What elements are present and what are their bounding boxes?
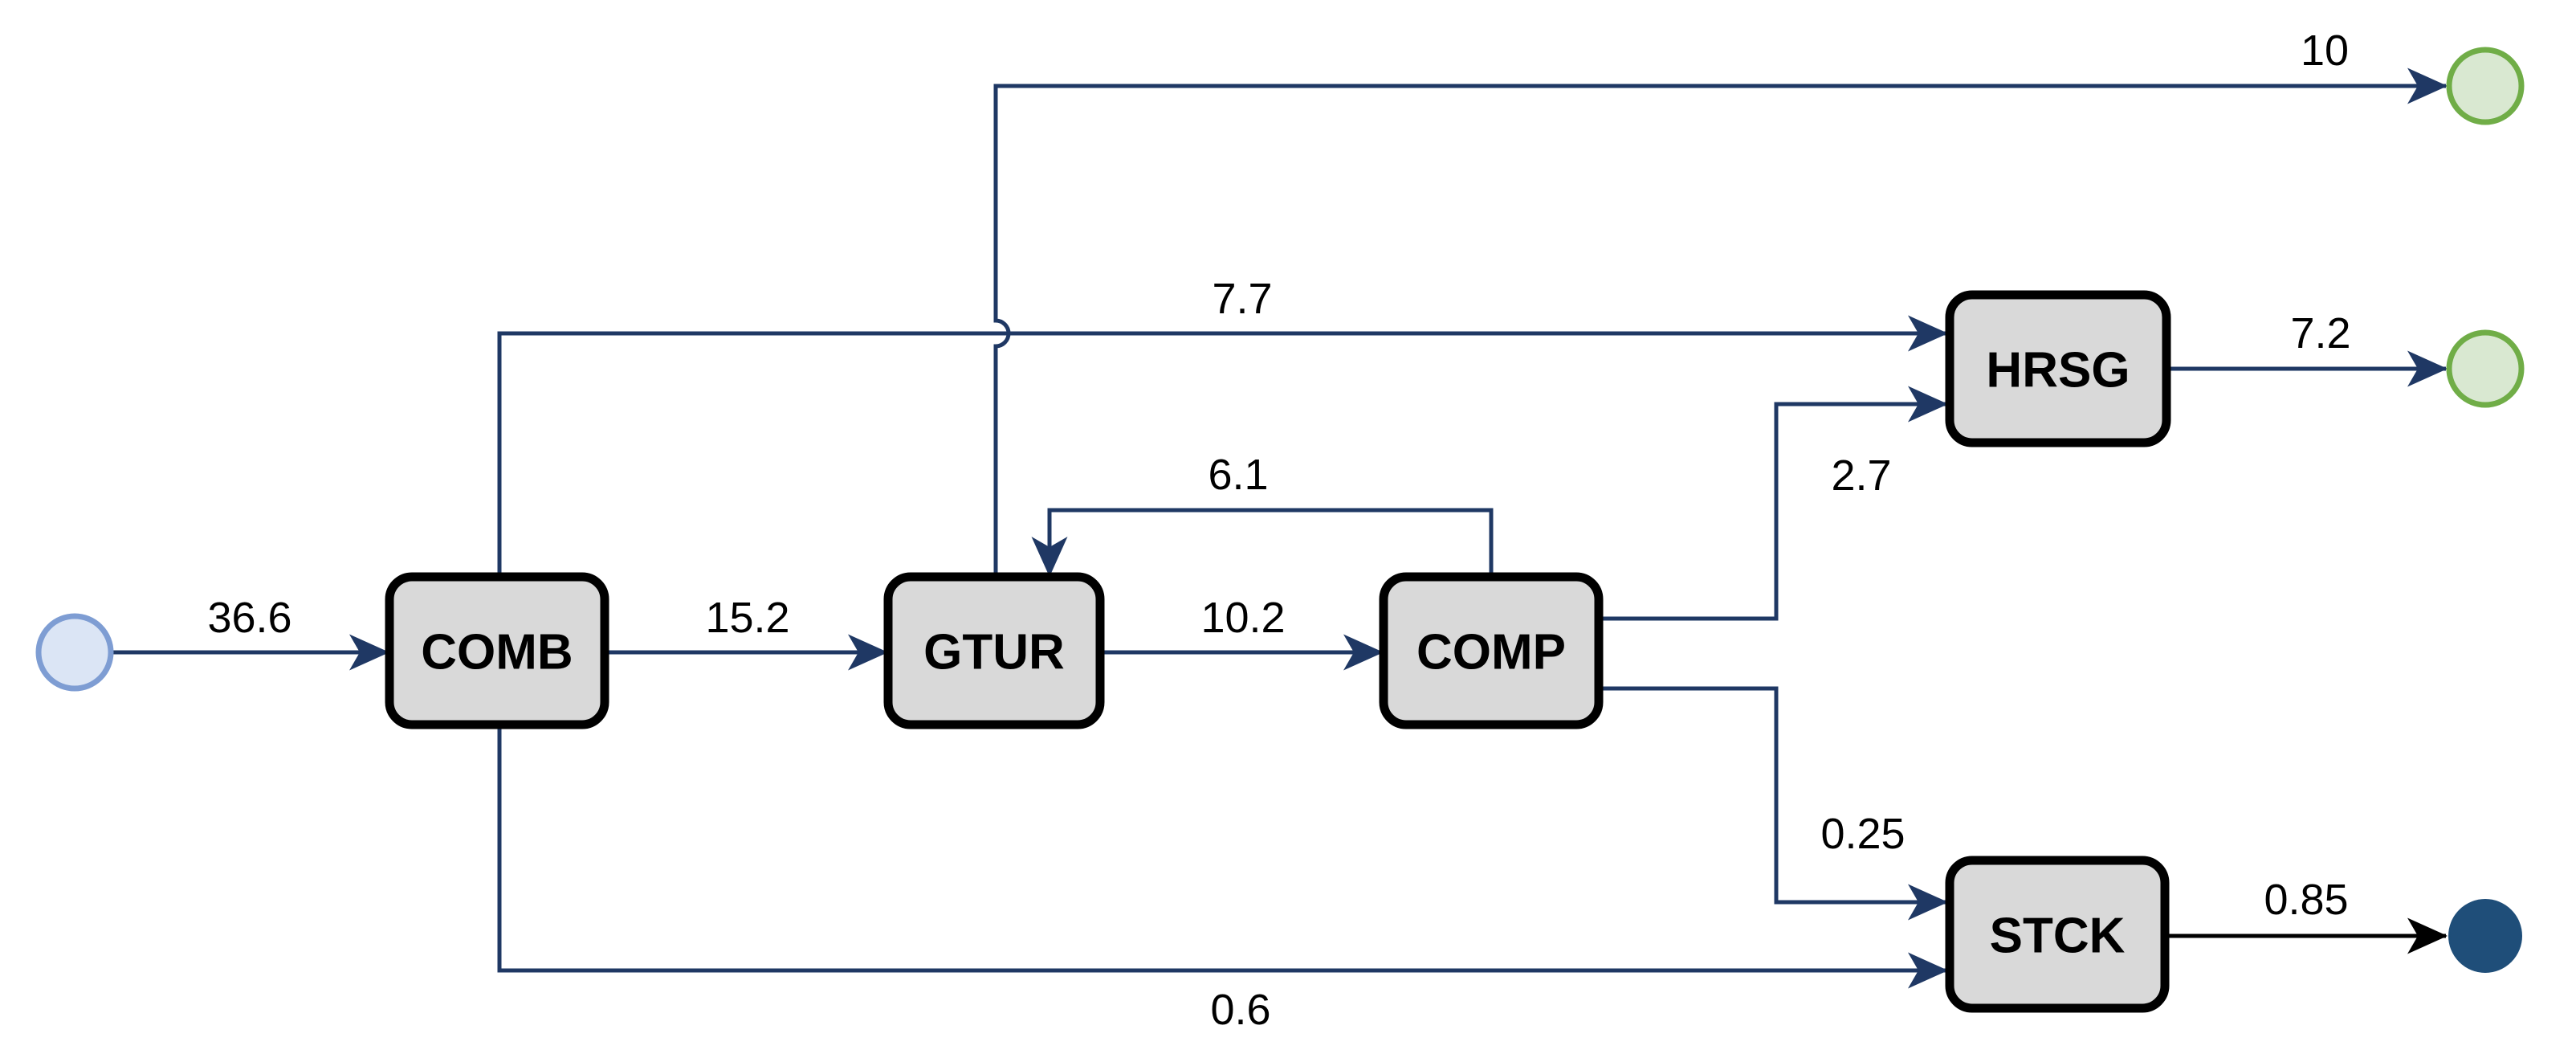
edge-comp-to-hrsg xyxy=(1599,386,1948,621)
terminal-source-inlet-circle xyxy=(35,613,114,692)
edge-comp-to-gtur-recycle xyxy=(1031,508,1494,577)
edge-labels-layer: 36.6 15.2 10.2 6.1 10 7.7 2.7 0.25 0.6 7.2 0.85 xyxy=(207,27,2350,1034)
node-comb-label: COMB xyxy=(421,625,573,680)
terminals-layer xyxy=(35,47,2525,973)
node-gtur-label: GTUR xyxy=(923,625,1065,680)
node-stck-box xyxy=(1945,856,2170,1013)
edge-comp-to-stck-value-label: 0.25 xyxy=(1820,810,1905,858)
terminal-sink-middle-right-circle xyxy=(2446,329,2525,408)
node-comb: COMB xyxy=(385,572,609,729)
node-gtur: GTUR xyxy=(883,572,1105,729)
edge-comp-to-hrsg-value-label: 2.7 xyxy=(1831,451,1891,500)
edge-comb-to-hrsg xyxy=(497,315,1948,577)
node-gtur-box xyxy=(883,572,1105,729)
node-hrsg: HRSG xyxy=(1945,290,2171,447)
edge-comb-to-gtur-value-label: 15.2 xyxy=(705,594,789,642)
terminal-sink-bottom-right-circle xyxy=(2448,899,2522,973)
node-comp: COMP xyxy=(1379,572,1604,729)
node-stck: STCK xyxy=(1945,856,2170,1013)
edge-comb-to-stck xyxy=(497,725,1948,989)
edge-comb-to-hrsg-value-label: 7.7 xyxy=(1212,275,1272,323)
node-comp-label: COMP xyxy=(1416,625,1566,680)
nodes-layer: COMB GTUR COMP HRSG STCK xyxy=(385,290,2171,1013)
edge-stck-to-bottom-sink-value-label: 0.85 xyxy=(2264,876,2348,924)
terminal-sink-top-right-circle xyxy=(2446,47,2525,125)
edge-comp-to-gtur-recycle-value-label: 6.1 xyxy=(1208,451,1268,499)
edge-gtur-to-top-sink-value-label: 10 xyxy=(2301,27,2349,75)
node-comp-box xyxy=(1379,572,1604,729)
node-hrsg-label: HRSG xyxy=(1986,343,2130,398)
node-hrsg-box xyxy=(1945,290,2171,447)
edge-comp-to-stck xyxy=(1599,686,1948,921)
edge-hrsg-to-middle-sink-value-label: 7.2 xyxy=(2290,309,2350,357)
node-comb-box xyxy=(385,572,609,729)
edge-comb-to-stck-value-label: 0.6 xyxy=(1210,986,1270,1034)
edge-inlet-to-comb-value-label: 36.6 xyxy=(207,594,291,642)
node-stck-label: STCK xyxy=(1990,909,2126,964)
edge-gtur-to-comp-value-label: 10.2 xyxy=(1200,594,1285,642)
edges-layer xyxy=(111,67,2448,989)
